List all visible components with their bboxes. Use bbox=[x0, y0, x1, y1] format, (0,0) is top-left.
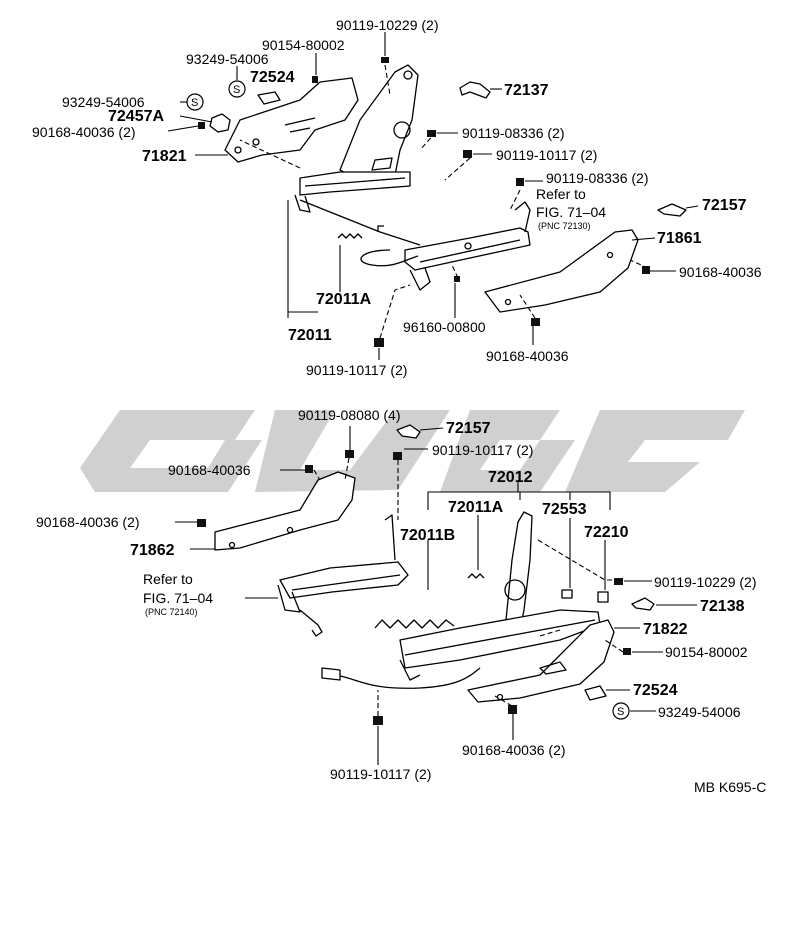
label-90168-40036: 90168-40036 (2) bbox=[36, 514, 140, 530]
label-93249-54006: 93249-54006 bbox=[186, 51, 269, 67]
label-90119-10117: 90119-10117 (2) bbox=[306, 362, 407, 378]
label-72524: 72524 bbox=[633, 682, 678, 699]
upper-seat-frame bbox=[198, 57, 687, 347]
label-93249-54006: 93249-54006 bbox=[62, 94, 145, 110]
label-90154-80002: 90154-80002 bbox=[665, 644, 748, 660]
bolt-icon bbox=[623, 648, 631, 655]
bolt-icon bbox=[198, 122, 205, 129]
upper-callouts: 90119-10229 (2) 90154-80002 93249-54006 … bbox=[32, 17, 762, 378]
bolt-icon bbox=[463, 150, 472, 158]
label-90119-10117: 90119-10117 (2) bbox=[432, 442, 533, 458]
label-pnc-72140: (PNC 72140) bbox=[145, 607, 198, 617]
lower-callouts: 90119-08080 (4) 72157 90119-10117 (2) 90… bbox=[36, 407, 756, 782]
label-90168-40036: 90168-40036 (2) bbox=[462, 742, 566, 758]
clip-72138 bbox=[631, 597, 655, 611]
lower-seat-frame bbox=[197, 424, 655, 725]
clip-72137 bbox=[459, 81, 491, 99]
label-90168-40036: 90168-40036 bbox=[486, 348, 569, 364]
label-93249-54006: 93249-54006 bbox=[658, 704, 741, 720]
label-90119-10117: 90119-10117 (2) bbox=[330, 766, 431, 782]
clip-72157 bbox=[396, 424, 421, 439]
label-refer-to: Refer to bbox=[536, 186, 586, 202]
label-71861: 71861 bbox=[657, 230, 702, 247]
label-fig-71-04: FIG. 71–04 bbox=[536, 204, 606, 220]
label-72137: 72137 bbox=[504, 82, 549, 99]
label-90119-08336: 90119-08336 (2) bbox=[546, 170, 648, 186]
label-72457a: 72457A bbox=[108, 108, 164, 125]
cover-72524 bbox=[257, 91, 281, 105]
bolt-icon bbox=[312, 76, 318, 83]
label-72011a: 72011A bbox=[448, 499, 504, 516]
bolt-icon bbox=[374, 338, 384, 347]
part-72210 bbox=[597, 591, 609, 603]
label-90119-08336: 90119-08336 (2) bbox=[462, 125, 564, 141]
label-71862: 71862 bbox=[130, 542, 175, 559]
label-72157: 72157 bbox=[446, 420, 491, 437]
label-72138: 72138 bbox=[700, 598, 745, 615]
part-72553 bbox=[561, 589, 573, 599]
label-72524: 72524 bbox=[250, 69, 295, 86]
bolt-icon bbox=[305, 465, 313, 473]
label-72011: 72011 bbox=[288, 327, 332, 344]
clip-72157 bbox=[657, 203, 687, 217]
label-90119-10229: 90119-10229 (2) bbox=[654, 574, 756, 590]
bolt-icons-upper bbox=[198, 57, 650, 347]
watermark-logo bbox=[80, 410, 745, 515]
label-71821: 71821 bbox=[142, 148, 187, 165]
s-marker-icon: S bbox=[612, 702, 630, 720]
bolt-icon bbox=[427, 130, 436, 137]
label-72011a: 72011A bbox=[316, 291, 372, 308]
bolt-icon bbox=[642, 266, 650, 274]
svg-text:S: S bbox=[191, 97, 198, 109]
label-90154-80002: 90154-80002 bbox=[262, 37, 345, 53]
label-96160-00800: 96160-00800 bbox=[403, 319, 486, 335]
bolt-icon bbox=[454, 276, 460, 282]
bolt-icons-lower bbox=[197, 450, 631, 725]
bolt-icon bbox=[516, 178, 524, 186]
label-72157: 72157 bbox=[702, 197, 747, 214]
svg-text:S: S bbox=[617, 706, 624, 718]
label-pnc-72130: (PNC 72130) bbox=[538, 221, 591, 231]
label-72210: 72210 bbox=[584, 524, 629, 541]
label-90168-40036: 90168-40036 bbox=[168, 462, 251, 478]
bolt-icon bbox=[197, 519, 206, 527]
bolt-icon bbox=[381, 57, 389, 63]
label-fig-71-04: FIG. 71–04 bbox=[143, 590, 213, 606]
bolt-icon bbox=[614, 578, 623, 585]
label-90119-10117: 90119-10117 (2) bbox=[496, 147, 597, 163]
knob-72457a bbox=[209, 113, 231, 133]
diagram-code: MB K695-C bbox=[694, 779, 766, 795]
lower-leader-lines bbox=[175, 426, 697, 765]
label-71822: 71822 bbox=[643, 621, 688, 638]
label-72553: 72553 bbox=[542, 501, 587, 518]
label-72012: 72012 bbox=[488, 469, 533, 486]
cover-72524 bbox=[584, 685, 607, 701]
label-72011b: 72011B bbox=[400, 527, 455, 544]
bolt-icon bbox=[373, 716, 383, 725]
s-marker-icon: S bbox=[186, 93, 204, 111]
svg-text:S: S bbox=[233, 84, 240, 96]
bolt-icon bbox=[531, 318, 540, 326]
label-90168-40036: 90168-40036 bbox=[679, 264, 762, 280]
bolt-icon bbox=[393, 452, 402, 460]
label-90119-10229: 90119-10229 (2) bbox=[336, 17, 438, 33]
bolt-icon bbox=[345, 450, 354, 458]
bolt-icon bbox=[508, 705, 517, 714]
label-90119-08080: 90119-08080 (4) bbox=[298, 407, 400, 423]
s-marker-icon: S bbox=[228, 80, 246, 98]
label-refer-to: Refer to bbox=[143, 571, 193, 587]
upper-leader-lines bbox=[167, 32, 699, 360]
label-90168-40036: 90168-40036 (2) bbox=[32, 124, 136, 140]
